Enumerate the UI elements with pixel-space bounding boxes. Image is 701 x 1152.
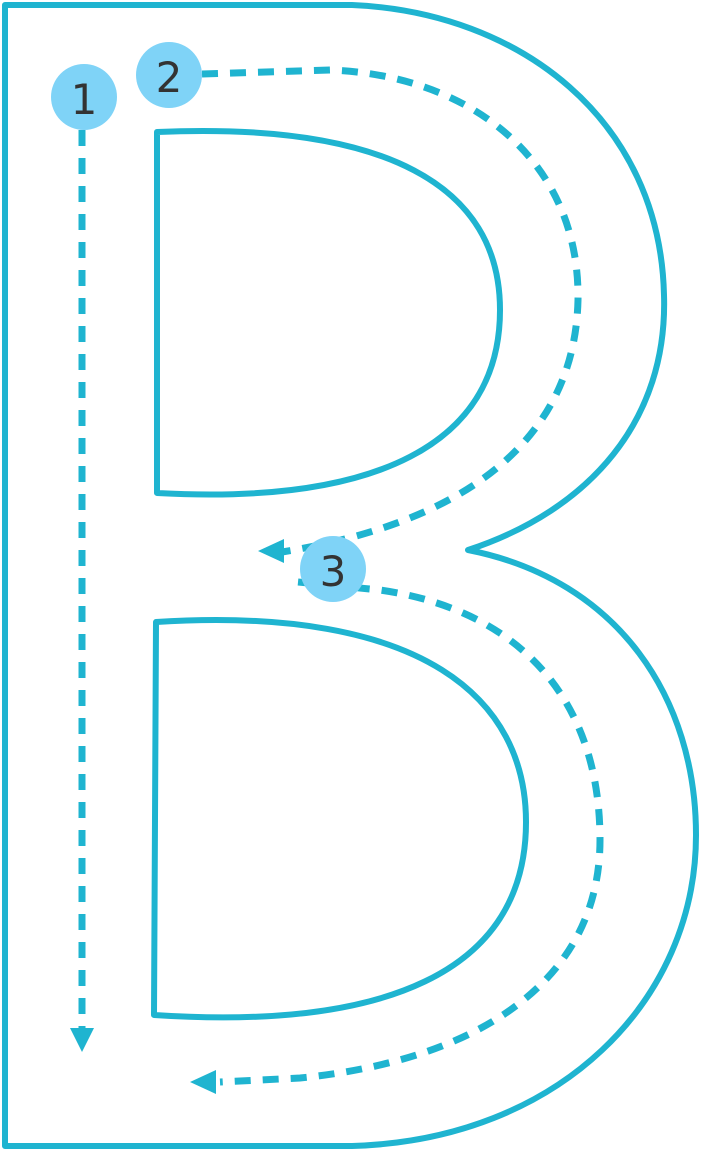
upper-counter-outline (154, 128, 503, 498)
lower-counter-outline (151, 617, 529, 1021)
step-1-number: 1 (71, 75, 98, 124)
stroke-1-arrowhead (70, 1028, 94, 1052)
step-2-marker: 2 (136, 42, 202, 108)
step-3-number: 3 (320, 547, 347, 596)
stroke-2-arrowhead (258, 539, 284, 563)
step-1-marker: 1 (51, 64, 117, 130)
stroke-2-guide-line (201, 66, 582, 556)
step-3-marker: 3 (300, 536, 366, 602)
stroke-3-arrowhead (190, 1070, 216, 1094)
step-2-number: 2 (156, 53, 183, 102)
stroke-3-guide-line (219, 578, 604, 1086)
